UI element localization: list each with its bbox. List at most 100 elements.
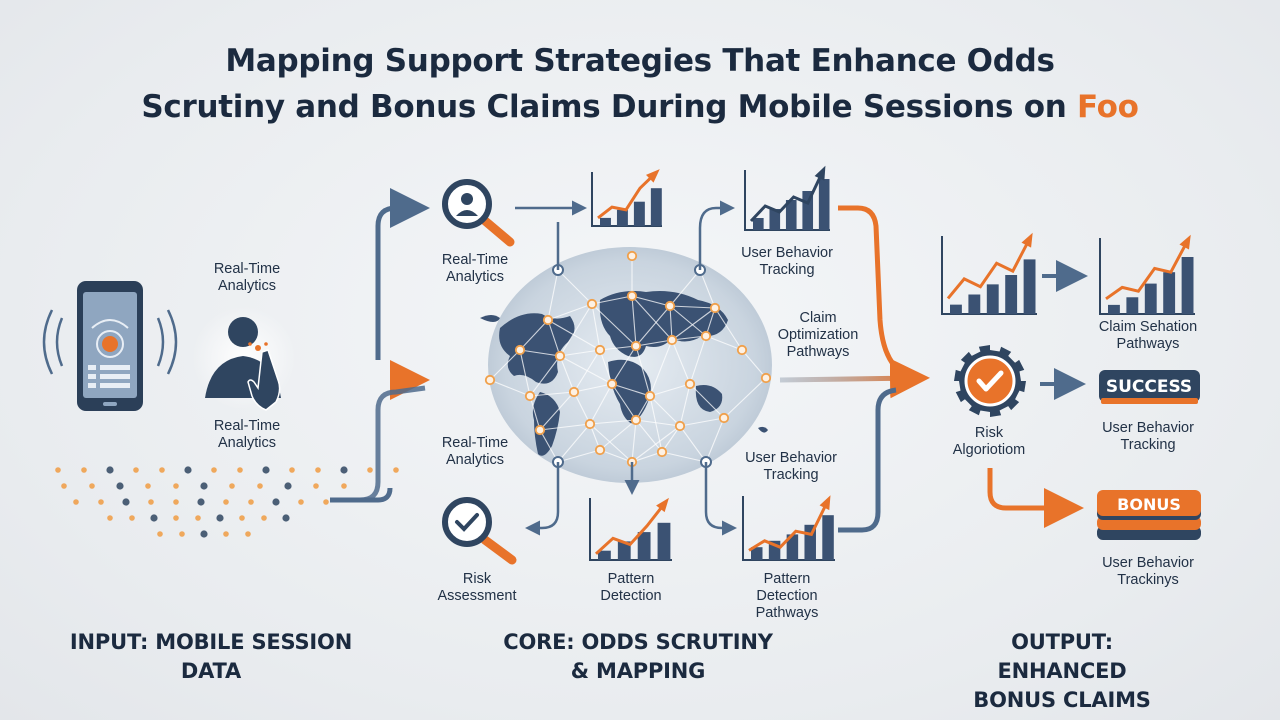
data-point: [184, 466, 192, 474]
data-point: [73, 499, 79, 505]
network-link: [661, 425, 681, 453]
network-node: [514, 344, 526, 356]
success-badge: SUCCESS: [1099, 370, 1200, 404]
network-link: [547, 319, 561, 357]
data-point: [393, 467, 399, 473]
network-link: [529, 355, 561, 397]
network-link: [557, 269, 593, 305]
network-node: [630, 414, 642, 426]
network-node: [664, 300, 676, 312]
data-point: [200, 530, 208, 538]
network-node: [644, 390, 656, 402]
data-point: [200, 482, 208, 490]
network-link: [649, 395, 681, 427]
bar-chart-icon: [742, 495, 835, 561]
data-point: [81, 467, 87, 473]
data-point: [229, 483, 235, 489]
data-point: [129, 515, 135, 521]
network-link: [519, 349, 531, 397]
data-point: [98, 499, 104, 505]
data-point: [248, 499, 254, 505]
data-point: [173, 515, 179, 521]
network-link: [699, 269, 716, 309]
network-link: [669, 269, 701, 307]
network-link: [573, 383, 613, 393]
magnifier-check-icon: [442, 497, 517, 565]
network-link: [679, 383, 691, 427]
title-line-2-text: Scrutiny and Bonus Claims During Mobile …: [141, 89, 1067, 125]
network-link: [611, 345, 637, 385]
network-link: [635, 305, 671, 347]
data-point: [340, 466, 348, 474]
network-node: [674, 420, 686, 432]
data-point: [223, 531, 229, 537]
network-link: [589, 419, 637, 425]
network-link: [689, 335, 707, 385]
smartphone-icon: [42, 281, 178, 411]
magnifier-person-icon: [442, 179, 515, 247]
network-link: [649, 395, 663, 453]
network-link: [671, 307, 716, 341]
network-link: [599, 349, 613, 385]
data-point: [107, 515, 113, 521]
data-point: [159, 467, 165, 473]
network-link: [539, 423, 591, 431]
network-link: [649, 339, 673, 397]
data-point: [173, 483, 179, 489]
network-node: [584, 418, 596, 430]
network-link: [599, 419, 637, 451]
network-link: [589, 423, 633, 463]
data-point: [173, 499, 179, 505]
network-link: [529, 391, 575, 397]
gear-check-icon: [954, 345, 1026, 417]
bonus-badge-text: BONUS: [1117, 495, 1181, 514]
network-link: [631, 451, 663, 463]
network-link: [611, 383, 637, 421]
network-link: [649, 383, 691, 397]
network-node: [666, 334, 678, 346]
section-core: CORE: ODDS SCRUTINY& MAPPING: [503, 630, 773, 683]
data-point: [211, 467, 217, 473]
network-link: [635, 345, 651, 397]
bar-chart-icon: [941, 232, 1037, 315]
network-link: [635, 419, 681, 427]
network-node: [630, 340, 642, 352]
network-link: [547, 319, 601, 351]
data-point: [315, 467, 321, 473]
data-point: [55, 467, 61, 473]
bar-chart-icon: [744, 165, 830, 231]
data-point: [157, 531, 163, 537]
network-link: [669, 305, 673, 341]
network-link: [599, 345, 637, 351]
network-link: [539, 391, 575, 431]
network-node: [760, 372, 772, 384]
network-link: [529, 395, 541, 431]
data-point: [122, 498, 130, 506]
network-lines: [484, 250, 772, 468]
network-link: [661, 451, 707, 463]
data-point: [313, 483, 319, 489]
data-point: [89, 483, 95, 489]
network-link: [557, 423, 591, 463]
data-stream: [55, 466, 399, 538]
network-node: [524, 390, 536, 402]
network-link: [489, 349, 521, 381]
network-link: [519, 319, 549, 351]
network-link: [714, 307, 743, 351]
network-link: [599, 449, 633, 463]
network-link: [671, 335, 707, 341]
network-link: [671, 339, 691, 385]
network-link: [559, 355, 575, 393]
network-node: [606, 378, 618, 390]
